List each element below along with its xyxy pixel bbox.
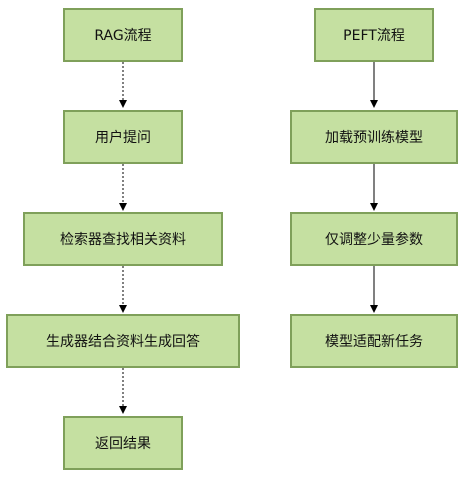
rag-step-retriever: 检索器查找相关资料 [23, 212, 223, 266]
peft-step-adjust-params: 仅调整少量参数 [290, 212, 458, 266]
rag-step-generator: 生成器结合资料生成回答 [6, 314, 240, 368]
rag-title-node: RAG流程 [63, 8, 183, 62]
peft-step-adapt-task: 模型适配新任务 [290, 314, 458, 368]
peft-step-load-model: 加载预训练模型 [290, 110, 458, 164]
peft-title-node: PEFT流程 [314, 8, 434, 62]
rag-step-user-question: 用户提问 [63, 110, 183, 164]
rag-step-return-result: 返回结果 [63, 416, 183, 470]
